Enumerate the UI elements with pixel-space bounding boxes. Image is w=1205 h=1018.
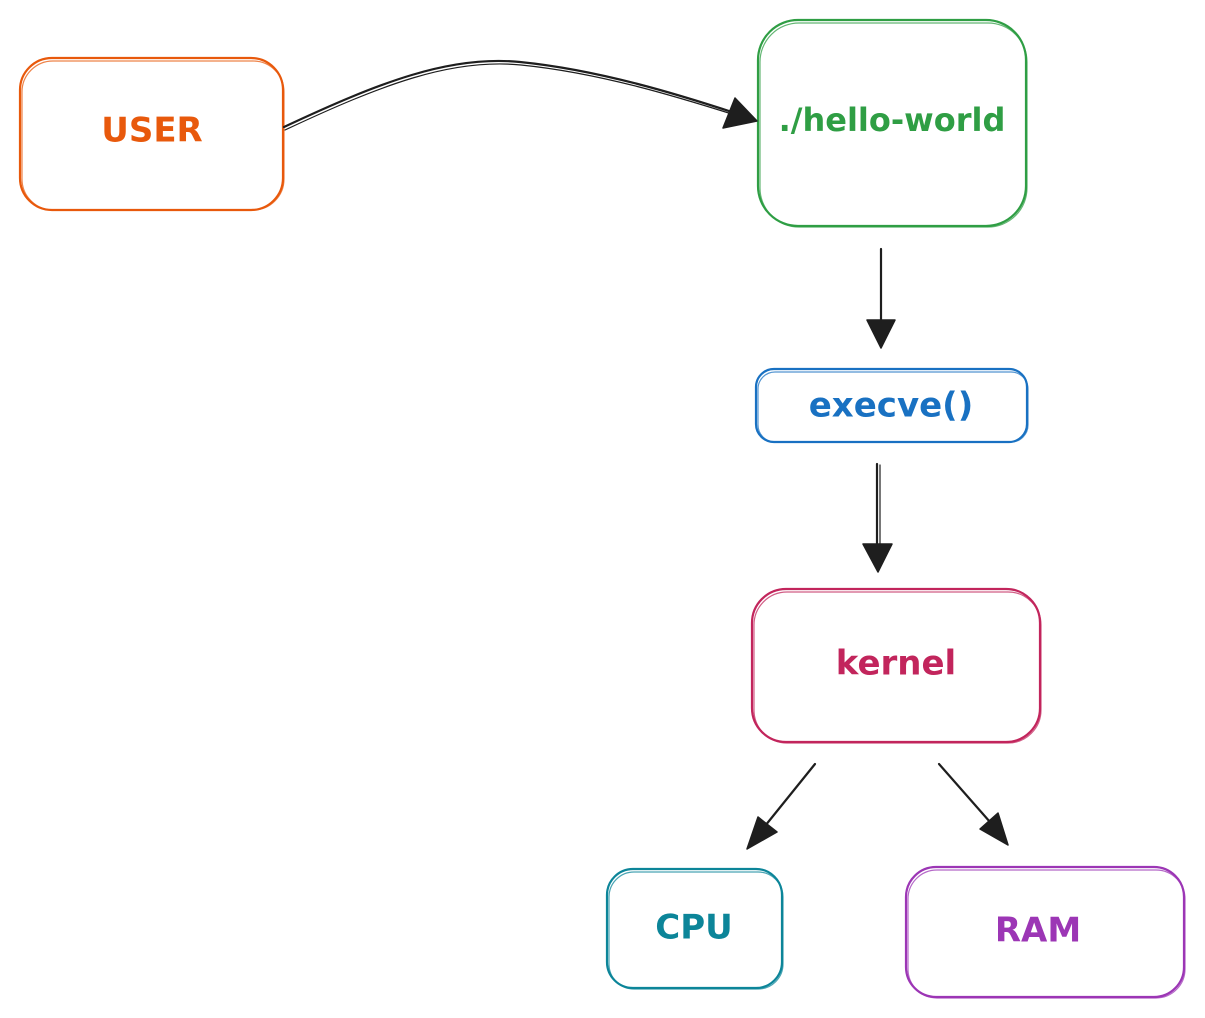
node-cpu-box-sketch	[608, 871, 784, 990]
node-ram-label: RAM	[995, 911, 1081, 951]
edge-kernel-to-ram	[937, 762, 1009, 846]
edge-user-to-hello-world-line-sketch	[284, 63, 736, 131]
node-ram[interactable]: RAM	[904, 865, 1186, 999]
node-hello-world-box-sketch	[759, 22, 1028, 228]
node-cpu[interactable]: CPU	[605, 867, 784, 990]
edge-hello-world-to-execve-arrowhead	[866, 319, 896, 349]
node-cpu-label: CPU	[655, 908, 732, 948]
node-kernel-box-sketch	[753, 591, 1042, 744]
edge-hello-world-to-execve	[866, 247, 896, 349]
node-hello-world[interactable]: ./hello-world	[756, 18, 1028, 228]
edge-execve-to-kernel	[862, 462, 893, 573]
edge-execve-to-kernel-arrowhead	[862, 543, 893, 573]
node-cpu-box	[605, 867, 784, 990]
node-execve-label: execve()	[809, 386, 974, 426]
edge-user-to-hello-world-arrowhead	[722, 97, 758, 129]
node-user-box-sketch	[21, 60, 285, 211]
node-hello-world-label: ./hello-world	[779, 101, 1006, 139]
edge-kernel-to-ram-line	[937, 762, 992, 824]
edge-user-to-hello-world-line	[282, 59, 737, 129]
edge-user-to-hello-world	[282, 59, 758, 131]
node-execve-box-sketch	[757, 371, 1029, 443]
node-kernel-box	[750, 587, 1042, 744]
node-ram-box	[904, 865, 1186, 999]
node-user-label: USER	[101, 111, 203, 151]
node-user[interactable]: USER	[18, 56, 285, 212]
edge-kernel-to-cpu-line	[763, 762, 817, 828]
node-kernel-label: kernel	[836, 644, 956, 684]
node-execve[interactable]: execve()	[754, 367, 1029, 444]
edge-kernel-to-cpu-arrowhead	[746, 816, 778, 850]
node-kernel[interactable]: kernel	[750, 587, 1042, 744]
edge-kernel-to-ram-arrowhead	[979, 812, 1009, 846]
node-ram-box-sketch	[907, 869, 1186, 999]
node-hello-world-box	[756, 18, 1028, 228]
edge-kernel-to-cpu	[746, 762, 817, 850]
